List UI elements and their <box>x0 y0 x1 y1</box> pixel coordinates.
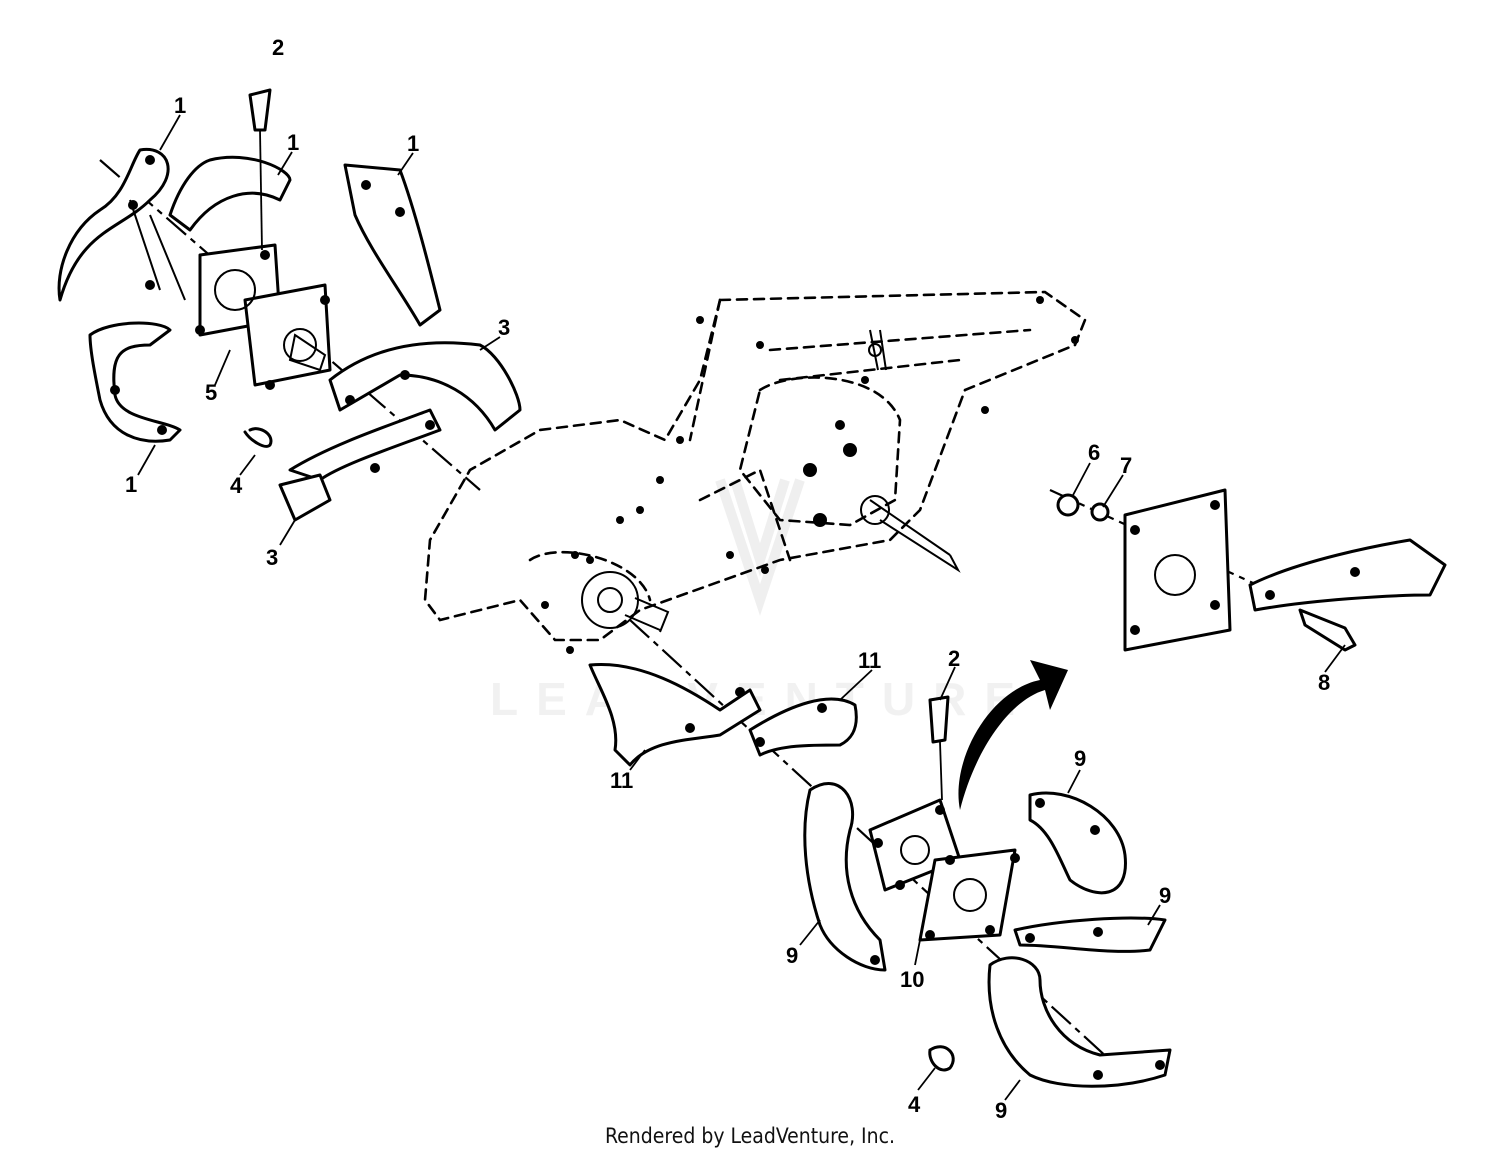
watermark-text: LEADVENTURE <box>490 673 1033 725</box>
label-part-9: 9 <box>1159 883 1171 908</box>
footer-credit: Rendered by LeadVenture, Inc. <box>605 1124 895 1148</box>
label-part-2: 2 <box>272 35 284 60</box>
right-hub-assembly <box>1056 488 1447 652</box>
label-part-9: 9 <box>786 943 798 968</box>
label-part-7: 7 <box>1120 453 1132 478</box>
label-part-1: 1 <box>287 130 299 155</box>
label-part-6: 6 <box>1088 440 1100 465</box>
label-part-9: 9 <box>995 1098 1007 1123</box>
label-part-5: 5 <box>205 380 217 405</box>
label-part-2: 2 <box>948 646 960 671</box>
watermark-logo: LEADVENTURE <box>490 478 1033 725</box>
label-part-1: 1 <box>174 93 186 118</box>
label-part-8: 8 <box>1318 670 1330 695</box>
tiller-housing <box>423 290 1087 654</box>
bottom-tine-assembly <box>588 660 1172 1088</box>
label-part-1: 1 <box>407 131 419 156</box>
label-part-9: 9 <box>1074 746 1086 771</box>
label-part-4: 4 <box>908 1092 921 1117</box>
left-tine-assembly <box>57 88 522 522</box>
rotation-arrow-icon <box>958 660 1068 810</box>
label-part-10: 10 <box>900 967 924 992</box>
leader-lines <box>137 114 1346 1101</box>
label-part-11: 11 <box>858 648 881 673</box>
label-part-1: 1 <box>125 472 137 497</box>
label-part-11: 11 <box>610 768 633 793</box>
label-part-4: 4 <box>230 473 243 498</box>
label-part-3: 3 <box>266 545 278 570</box>
label-part-3: 3 <box>498 315 510 340</box>
part-labels: 1 2 1 1 3 5 4 1 3 6 7 8 11 2 11 9 9 9 10… <box>125 35 1330 1123</box>
